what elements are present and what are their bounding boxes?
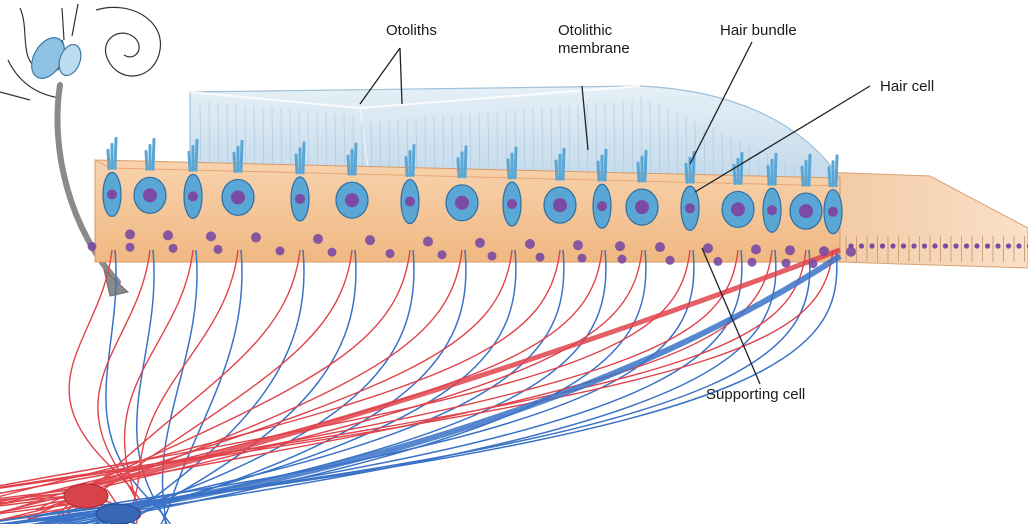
hair-cell-nucleus [345, 193, 359, 207]
supporting-cell-nucleus [251, 232, 261, 242]
supporting-cell-nucleus [88, 242, 97, 251]
hair-cell-nucleus [231, 190, 245, 204]
supporting-cell-nucleus [785, 245, 795, 255]
hair-cell-nucleus [107, 189, 117, 199]
hair-cell-nucleus [143, 188, 157, 202]
supporting-cell-nucleus [615, 241, 625, 251]
supporting-cell-nucleus [655, 242, 665, 252]
hair-cell-nucleus [597, 201, 607, 211]
supporting-cell-nucleus [846, 247, 856, 257]
label-hair-cell: Hair cell [880, 78, 934, 96]
afferent-fiber [118, 250, 197, 524]
efferent-fiber [0, 250, 560, 510]
hair-cell-nucleus [405, 197, 415, 207]
label-hair-bundle: Hair bundle [720, 22, 797, 40]
supporting-cell-nucleus [819, 246, 829, 256]
hair-cell-nucleus [828, 207, 838, 217]
hair-bundle [829, 156, 837, 186]
supporting-cell-nucleus [163, 230, 173, 240]
supporting-cell-nucleus [748, 258, 757, 267]
hair-bundle [108, 138, 116, 168]
hair-cell-nucleus [731, 202, 745, 216]
supporting-cell-nucleus [169, 244, 178, 253]
supporting-cell-nucleus [276, 246, 285, 255]
label-otolithic-membrane: Otolithic membrane [558, 22, 630, 58]
supporting-cell-nucleus [782, 259, 791, 268]
supporting-cell-leader [702, 248, 760, 384]
supporting-cell-nucleus [488, 252, 497, 261]
supporting-cell-nucleus [438, 250, 447, 259]
supporting-cell-nucleus [328, 248, 337, 257]
hair-cell-nucleus [507, 199, 517, 209]
supporting-cell-nucleus [809, 259, 818, 268]
hair-cell-nucleus [799, 204, 813, 218]
hair-cell-nucleus [767, 205, 777, 215]
supporting-cell-nucleus [423, 237, 433, 247]
hair-bundle [146, 139, 154, 169]
supporting-cell-nucleus [714, 257, 723, 266]
label-otoliths: Otoliths [386, 22, 437, 40]
label-supporting-cell: Supporting cell [706, 386, 805, 404]
supporting-cell-nucleus [751, 244, 761, 254]
supporting-cell-nucleus [475, 238, 485, 248]
supporting-cell-nucleus [578, 254, 587, 263]
supporting-cell-nucleus [126, 243, 135, 252]
supporting-cell-nucleus [125, 229, 135, 239]
supporting-cell-nucleus [365, 235, 375, 245]
supporting-cell-nucleus [525, 239, 535, 249]
hair-cell-nucleus [295, 194, 305, 204]
inner-ear-inset [0, 4, 160, 100]
supporting-cell-nucleus [214, 245, 223, 254]
supporting-cell-nucleus [206, 231, 216, 241]
supporting-cell-nucleus [536, 253, 545, 262]
hair-cell-nucleus [455, 196, 469, 210]
hair-cell-nucleus [685, 203, 695, 213]
hair-cell-nucleus [188, 191, 198, 201]
supporting-cell-nucleus [703, 243, 713, 253]
supporting-cell-nucleus [313, 234, 323, 244]
hair-cell-nucleus [553, 198, 567, 212]
supporting-cell-nucleus [386, 249, 395, 258]
hair-cell-nucleus [635, 200, 649, 214]
supporting-cell-nucleus [618, 255, 627, 264]
supporting-cell-nucleus [666, 256, 675, 265]
supporting-cell-nucleus [573, 240, 583, 250]
